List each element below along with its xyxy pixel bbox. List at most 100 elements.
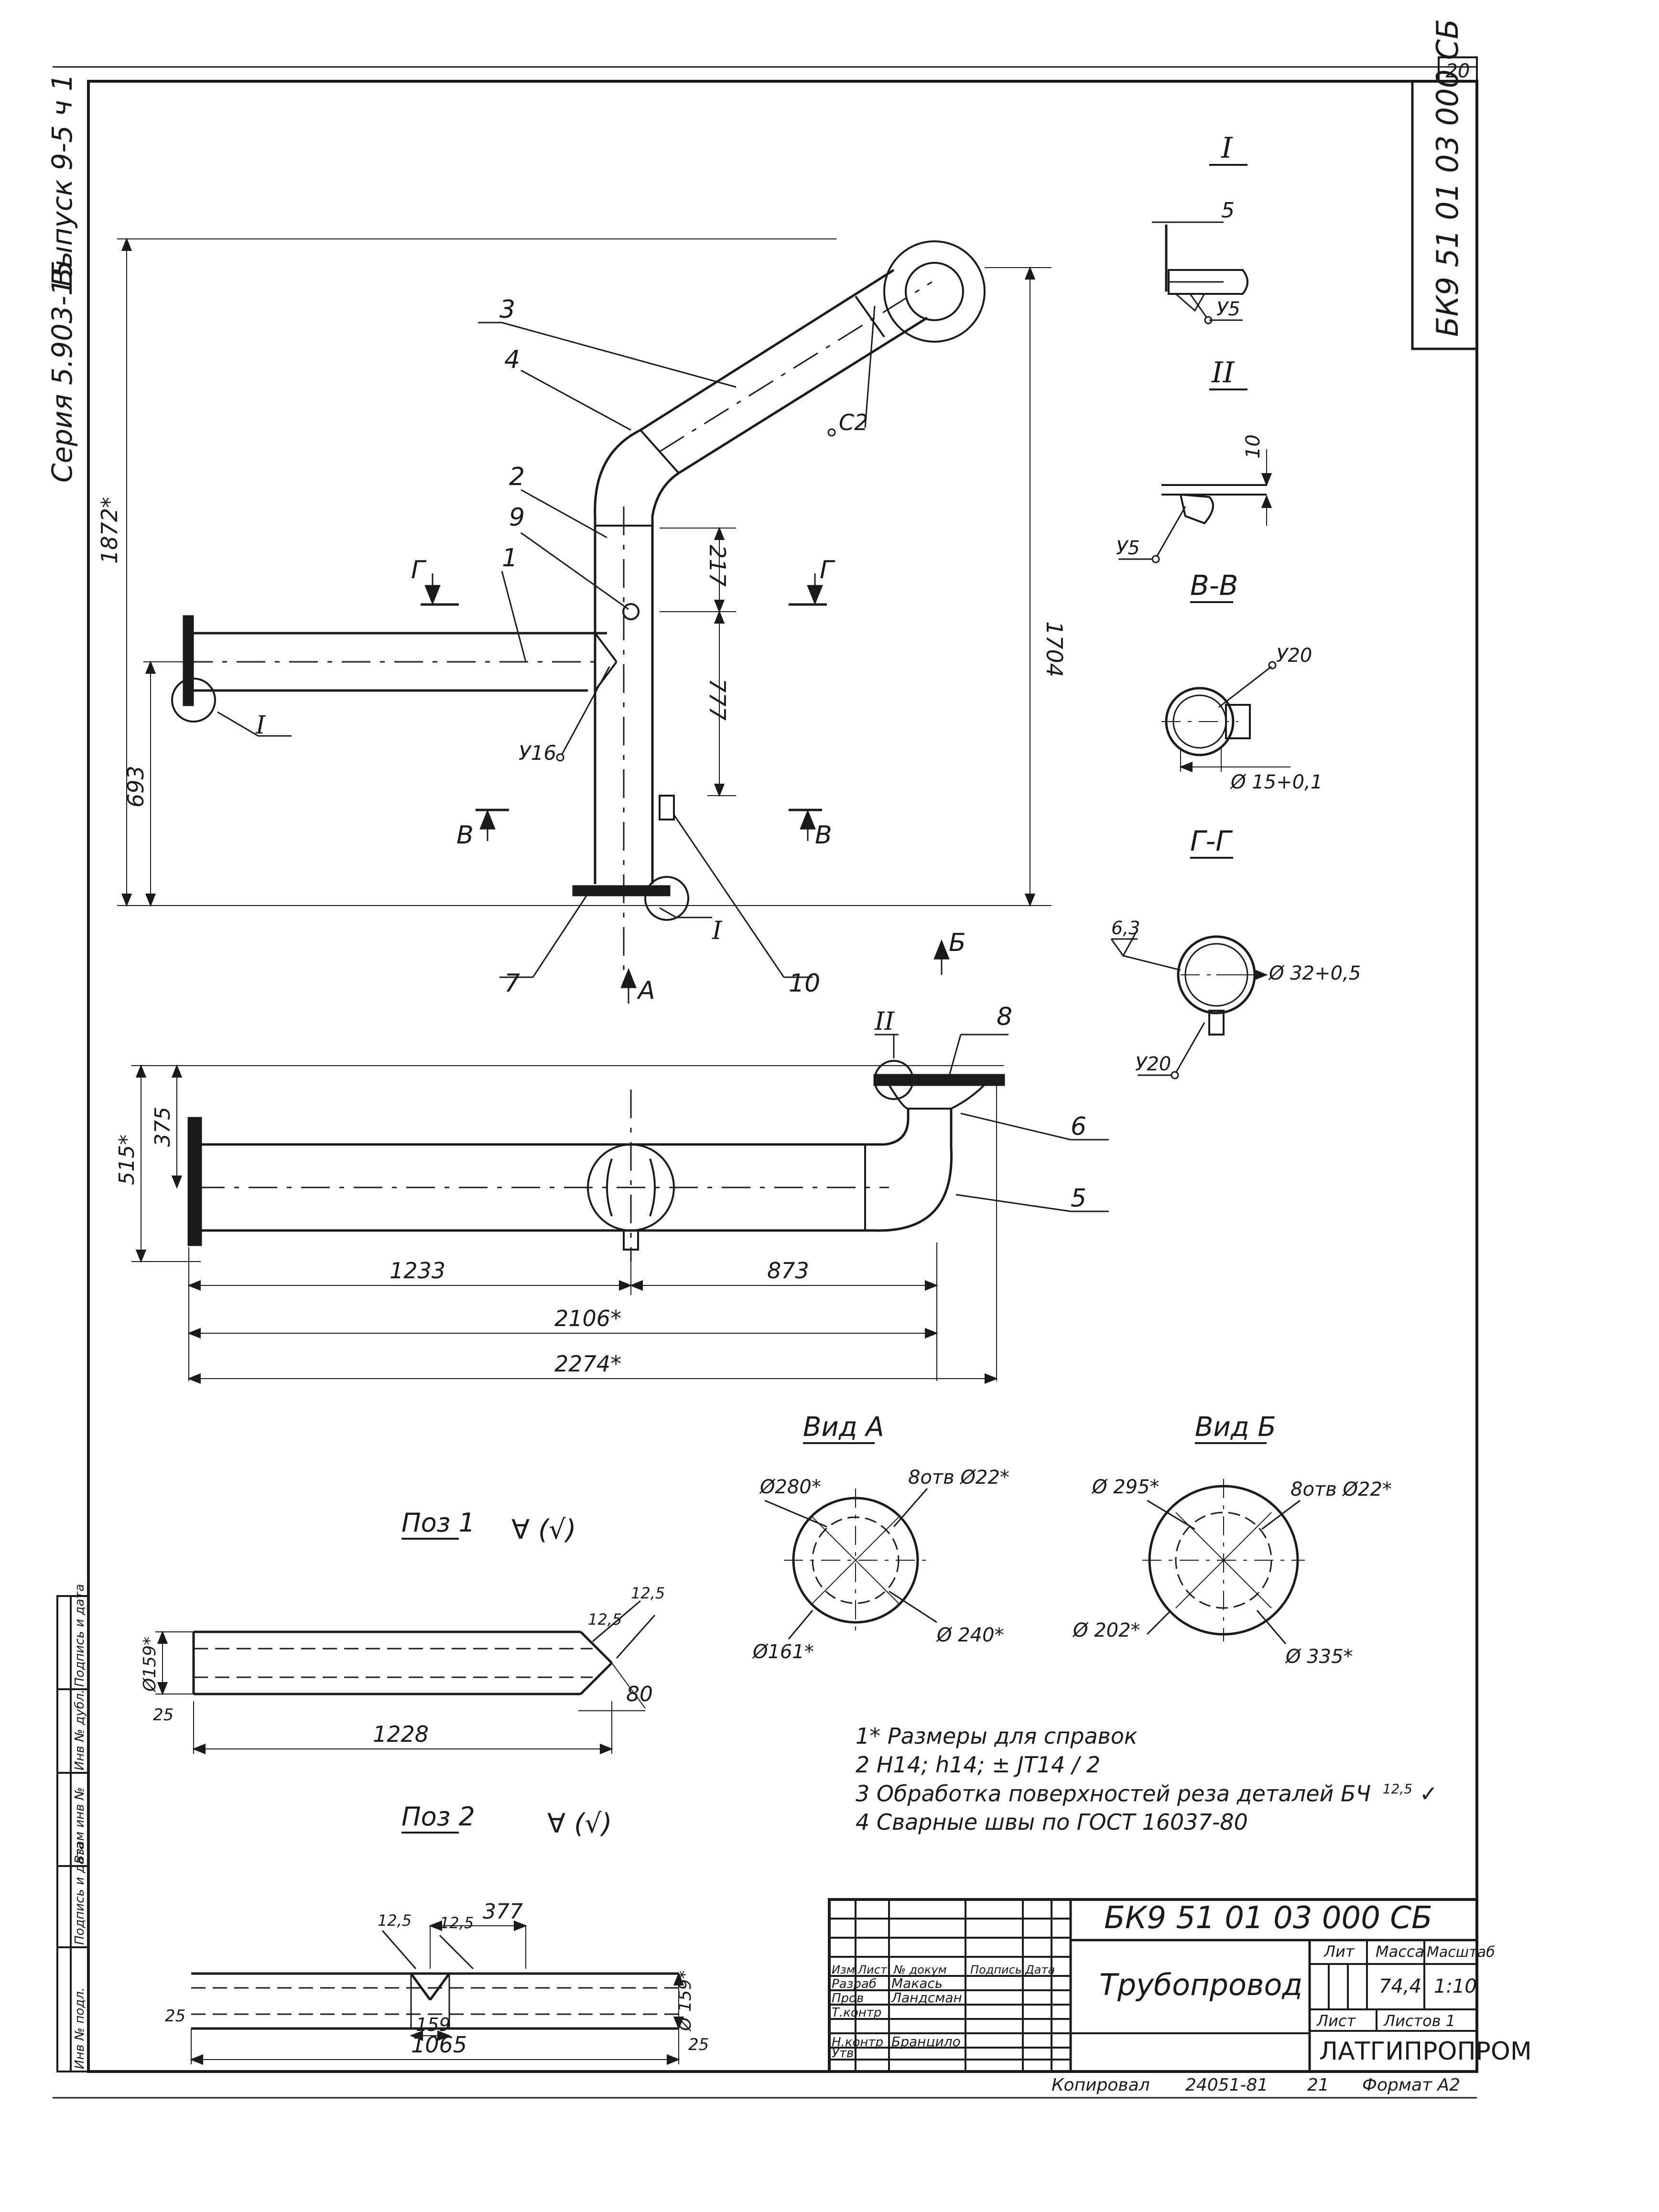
weld-c2: С2 (839, 410, 868, 435)
pos-label-1: 1 (502, 544, 518, 572)
dim-777: 777 (705, 679, 730, 721)
dim-1872: 1872* (97, 497, 122, 564)
detail-ii-title: II (1211, 356, 1235, 389)
pos1-r25: 25 (153, 1705, 173, 1725)
view-b-d295: Ø 295* (1091, 1476, 1160, 1498)
note-2: 2 H14; h14; ± JT14 / 2 (856, 1752, 1101, 1778)
pos2-dia: Ø 159* (675, 1971, 695, 2032)
pos-label-7: 7 (504, 969, 520, 998)
tb-lit: Лит (1323, 1942, 1355, 1961)
pos2-roughness: ∀ (√) (547, 1808, 612, 1839)
note-3-text: 3 Обработка поверхностей реза деталей БЧ (856, 1780, 1371, 1807)
section-gg-title: Г-Г (1190, 825, 1233, 857)
note-3-roughness: 12,5 (1382, 1781, 1413, 1797)
note-1: 1* Размеры для справок (856, 1723, 1138, 1749)
dim-375: 375 (151, 1107, 175, 1147)
dim-2106: 2106* (554, 1306, 621, 1331)
outer-frame (87, 80, 1478, 2073)
detail-i-dim: 5 (1221, 198, 1235, 223)
tb-col-sign: Подпись (970, 1963, 1022, 1976)
detail-ii-weld: У5 (1116, 537, 1140, 559)
section-GG (1110, 929, 1268, 1079)
dim-1704: 1704 (1041, 621, 1067, 677)
view-B (1142, 1442, 1305, 1644)
detail-ii-ref: II (874, 1007, 895, 1036)
tb-role-utv: Утв. (832, 2046, 858, 2061)
tb-col-list: Лист (857, 1963, 888, 1976)
detail-i-ref-1: I (255, 711, 266, 740)
pos-label-3: 3 (499, 295, 515, 324)
view-b-d202: Ø 202* (1072, 1619, 1140, 1641)
side-code-box (1411, 80, 1478, 350)
view-a-title: Вид А (803, 1412, 884, 1443)
view-a-d280: Ø280* (759, 1476, 821, 1498)
note-4: 4 Сварные швы по ГОСТ 16037-80 (856, 1809, 1248, 1835)
tb-person-2: Ландсман (891, 1990, 962, 2006)
footer-copied: Копировал (1052, 2075, 1150, 2095)
tb-code: БК9 51 01 03 000 СБ (1104, 1900, 1432, 1936)
footer-page: 21 (1307, 2075, 1329, 2095)
side-code: БК9 51 01 03 000 СБ (1430, 19, 1465, 337)
pos1-d159: Ø159* (140, 1637, 160, 1693)
view-b-mark: Б (949, 928, 966, 957)
tb-role-prov: Пров (832, 1991, 864, 2006)
tb-person-1: Макась (891, 1975, 943, 1991)
stamp-sign-date-1: Подпись и дата (73, 1842, 87, 1945)
tb-col-date: Дата (1025, 1963, 1055, 1976)
pos2-r25a: 25 (165, 2007, 185, 2026)
tb-org: ЛАТГИПРОПРОМ (1319, 2037, 1532, 2066)
check-icon: ✓ (1419, 1780, 1438, 1807)
tb-mass-value: 74,4 (1379, 1975, 1421, 1997)
pos2-r125a: 12,5 (378, 1911, 412, 1930)
view-a-mark: А (637, 976, 655, 1005)
section-bb-dia: Ø 15+0,1 (1230, 771, 1323, 793)
dim-693: 693 (123, 766, 149, 808)
main-view (117, 237, 1052, 1003)
pos2-title: Поз 2 (401, 1802, 475, 1832)
detail-i-ref-2: I (712, 917, 723, 945)
tb-name: Трубопровод (1099, 1967, 1302, 2002)
section-gg-rough: 6,3 (1111, 917, 1140, 939)
pos2-r25b: 25 (688, 2035, 709, 2054)
pos1-angle: 80 (626, 1682, 653, 1706)
pos2-d159: 159 (416, 2014, 451, 2035)
section-gg-dia: Ø 32+0,5 (1268, 962, 1361, 984)
tb-role-tkontr: Т.контр (832, 2006, 881, 2020)
pos2-d377: 377 (483, 1899, 523, 1924)
left-stamp-strip (56, 1595, 89, 2072)
tb-mass: Масса (1376, 1942, 1424, 1961)
pos-label-5: 5 (1071, 1184, 1086, 1213)
stamp-vzam: Взам инв № (73, 1787, 87, 1864)
footer-inv: 24051-81 (1185, 2075, 1268, 2095)
dim-1233: 1233 (390, 1258, 445, 1284)
plan-view (131, 1034, 1109, 1384)
sec-mark-g-left: Г (411, 556, 427, 584)
detail-ii-dim: 10 (1242, 434, 1264, 459)
dim-515: 515* (115, 1134, 139, 1185)
pos2-r125b: 12,5 (440, 1914, 474, 1932)
view-b-holes: 8отв Ø22* (1290, 1478, 1392, 1500)
pos1-length: 1228 (373, 1721, 429, 1747)
tb-role-razrab: Разраб (832, 1977, 877, 1991)
view-a-d240: Ø 240* (936, 1624, 1004, 1646)
pos1-r125a: 12,5 (588, 1610, 622, 1629)
detail-i-title: I (1221, 131, 1233, 165)
weld-u16: У16 (519, 741, 556, 765)
view-b-d335: Ø 335* (1285, 1646, 1353, 1668)
stamp-sign-date-2: Подпись и дата (73, 1584, 87, 1687)
pos-label-9: 9 (509, 503, 525, 532)
section-bb-title: В-В (1190, 569, 1238, 602)
tb-scale-value: 1:10 (1434, 1975, 1477, 1997)
pos1-r125b: 12,5 (631, 1584, 665, 1602)
section-BB (1161, 661, 1290, 859)
view-a-d161: Ø161* (752, 1641, 814, 1663)
tb-col-izm: Изм (832, 1963, 855, 1976)
pos1-roughness: ∀ (√) (511, 1514, 576, 1545)
pos2-length: 1065 (411, 2032, 467, 2058)
dim-873: 873 (767, 1258, 809, 1284)
detail-II (1118, 449, 1272, 603)
pos-2-detail (190, 1832, 684, 2065)
pos-1-detail (155, 1538, 656, 1755)
sec-mark-g-right: Г (820, 556, 835, 584)
dim-2274: 2274* (554, 1351, 621, 1377)
